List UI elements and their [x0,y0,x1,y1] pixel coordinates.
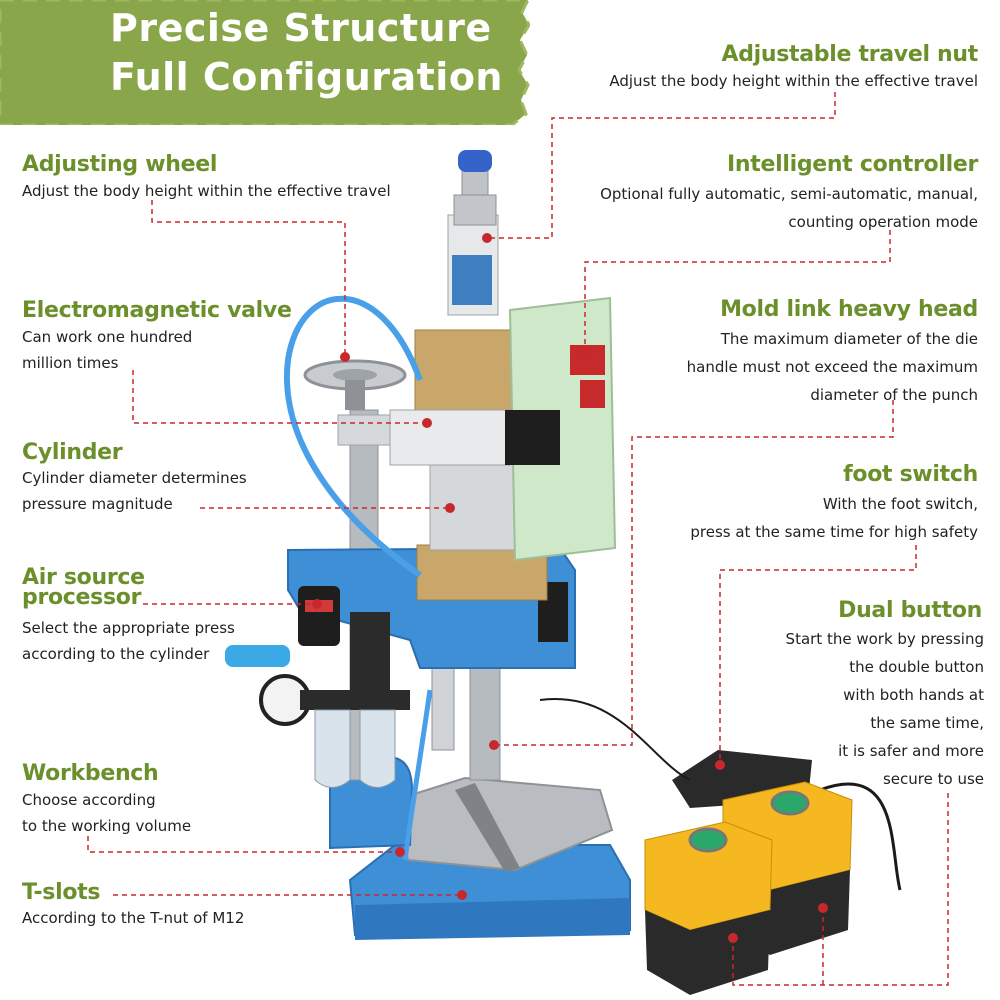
callout-title-dual-button: Dual button [838,598,982,623]
callout-desc-line: Cylinder diameter determines [22,469,247,487]
callout-title-adjustable-travel-nut: Adjustable travel nut [721,42,978,67]
callout-desc-line: the double button [849,658,984,676]
callout-desc-line: it is safer and more [838,742,984,760]
callout-desc-line: Choose according [22,791,156,809]
travel-nut-assembly [447,150,499,316]
callout-title-line: Air source [22,565,145,590]
callout-desc-line: Adjust the body height within the effect… [609,72,978,90]
callout-desc-line: The maximum diameter of the die [720,330,978,348]
callout-desc-air-source-processor: Select the appropriate press according t… [22,615,235,667]
base-plate [348,844,631,940]
callout-title-mold-link-heavy-head: Mold link heavy head [720,297,978,322]
callout-desc-dual-button: Start the work by pressing the double bu… [786,625,984,793]
callout-desc-line: pressure magnitude [22,495,173,513]
callout-desc-line: According to the T-nut of M12 [22,909,245,927]
callout-desc-line: press at the same time for high safety [690,523,978,541]
air-hose-lower [402,689,433,861]
callout-title-line: processor [22,585,142,610]
callout-desc-line: secure to use [882,770,984,788]
air-hose [283,295,423,578]
callout-desc-line: Optional fully automatic, semi-automatic… [600,185,978,203]
adjusting-wheel [303,359,407,410]
callout-desc-electromagnetic-valve: Can work one hundred million times [22,324,192,376]
callout-desc-line: Start the work by pressing [785,630,984,648]
callout-desc-line: the same time, [870,714,984,732]
banner-title-line-1: Precise Structure [110,6,492,50]
callout-desc-line: counting operation mode [788,213,978,231]
callout-desc-adjusting-wheel: Adjust the body height within the effect… [22,178,391,204]
callout-desc-adjustable-travel-nut: Adjust the body height within the effect… [609,68,978,94]
callout-title-intelligent-controller: Intelligent controller [727,152,978,177]
callout-desc-line: With the foot switch, [822,495,978,513]
callout-desc-line: Select the appropriate press [22,619,235,637]
callout-desc-line: Can work one hundred [22,328,193,346]
callout-desc-t-slots: According to the T-nut of M12 [22,905,244,931]
callout-desc-line: to the working volume [22,817,192,835]
callout-desc-line: Adjust the body height within the effect… [22,182,391,200]
callout-title-workbench: Workbench [22,761,159,786]
callout-title-foot-switch: foot switch [843,462,978,487]
callout-desc-cylinder: Cylinder diameter determines pressure ma… [22,465,247,517]
callout-desc-intelligent-controller: Optional fully automatic, semi-automatic… [600,180,978,236]
callout-desc-line: handle must not exceed the maximum [686,358,978,376]
callout-desc-foot-switch: With the foot switch, press at the same … [690,490,978,546]
banner: Precise Structure Full Configuration [0,0,531,127]
callout-title-electromagnetic-valve: Electromagnetic valve [22,298,292,323]
column-collar [337,414,391,446]
workbench [393,776,614,872]
electromagnetic-valve [389,409,560,466]
callout-desc-line: million times [22,354,119,372]
foot-switch-cable [539,698,691,781]
callout-desc-line: diameter of the punch [810,386,978,404]
callout-title-adjusting-wheel: Adjusting wheel [22,152,218,177]
air-source-processor [225,586,410,788]
callout-desc-mold-link-heavy-head: The maximum diameter of the die handle m… [687,325,978,409]
callout-title-air-source-processor: Air source processor [22,565,145,610]
callout-title-cylinder: Cylinder [22,440,123,465]
banner-title-line-2: Full Configuration [110,55,503,99]
callout-desc-workbench: Choose according to the working volume [22,787,191,839]
dual-button-boxes [644,781,853,995]
callout-title-t-slots: T-slots [22,880,101,905]
callout-desc-line: according to the cylinder [22,645,210,663]
callout-desc-line: with both hands at [843,686,984,704]
